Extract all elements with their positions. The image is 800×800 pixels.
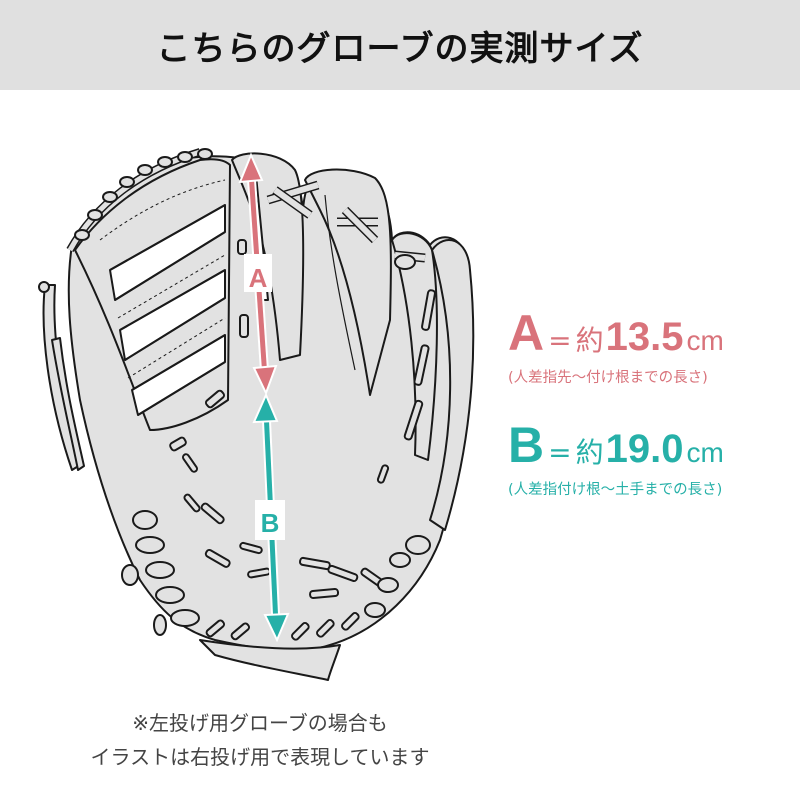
measurement-a-unit: cm	[686, 325, 724, 356]
footnote: ※左投げ用グローブの場合も イラストは右投げ用で表現しています	[40, 706, 480, 774]
measurement-a: A = 約 13.5 cm (人差指先〜付け根までの長さ)	[508, 308, 724, 387]
footnote-line-2: イラストは右投げ用で表現しています	[90, 745, 430, 769]
measurement-b-unit: cm	[686, 437, 724, 468]
glove-illustration: A B	[38, 148, 475, 681]
measurement-b-letter: B	[508, 417, 545, 473]
approx-label: 約	[575, 324, 604, 357]
measurement-b: B = 約 19.0 cm (人差指付け根〜土手までの長さ)	[508, 420, 724, 499]
equals-sign: =	[548, 436, 572, 469]
page-title: こちらのグローブの実測サイズ	[156, 28, 644, 69]
measurement-a-description: (人差指先〜付け根までの長さ)	[508, 370, 708, 386]
arrow-a-label: A	[249, 263, 268, 293]
footnote-line-1: ※左投げ用グローブの場合も	[132, 711, 388, 735]
measurement-b-value: 19.0	[605, 427, 684, 471]
measurement-b-description: (人差指付け根〜土手までの長さ)	[508, 482, 723, 498]
glove-icon	[38, 148, 475, 681]
measurement-a-line: A = 約 13.5 cm	[508, 308, 724, 360]
arrow-b-label: B	[261, 508, 280, 538]
header-banner: こちらのグローブの実測サイズ	[0, 0, 800, 90]
arrow-a: A	[238, 152, 278, 396]
measurement-b-line: B = 約 19.0 cm	[508, 420, 724, 472]
approx-label: 約	[575, 436, 604, 469]
measurement-a-value: 13.5	[605, 315, 684, 359]
arrow-b: B	[252, 392, 290, 643]
measurement-a-letter: A	[508, 305, 545, 361]
equals-sign: =	[548, 324, 572, 357]
